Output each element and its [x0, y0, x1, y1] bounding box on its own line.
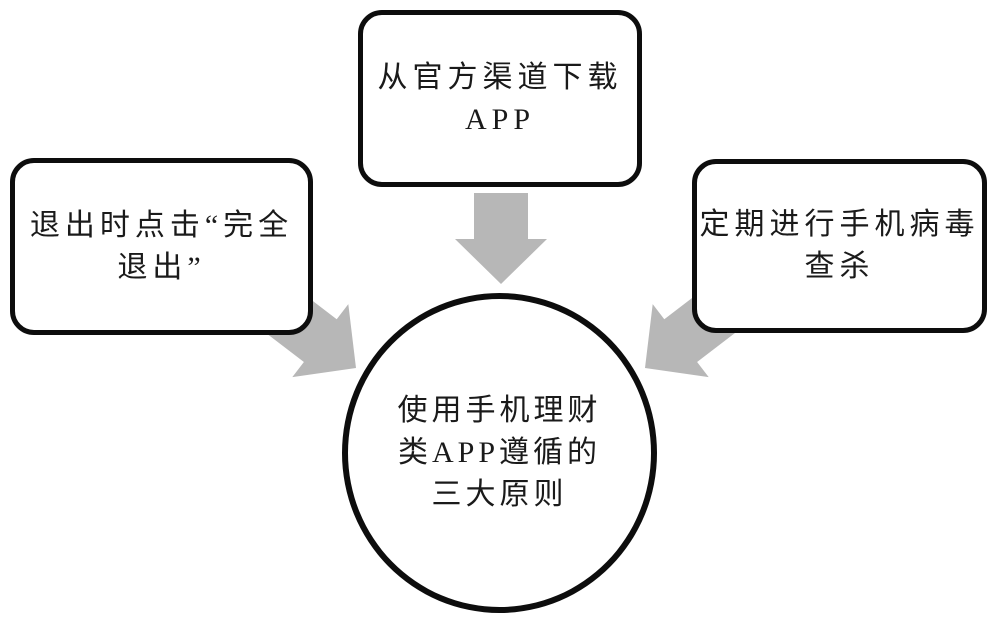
- node-label: 从官方渠道下载 APP: [377, 60, 623, 136]
- node-click-complete-exit: 退出时点击“完全 退出”: [10, 158, 313, 335]
- node-regular-virus-scan: 定期进行手机病毒 查杀: [692, 159, 987, 333]
- arrow-down-icon: [455, 193, 547, 284]
- node-label: 使用手机理财 类APP遵循的 三大原则: [397, 394, 602, 511]
- node-label: 定期进行手机病毒 查杀: [699, 208, 980, 283]
- node-download-from-official-channel: 从官方渠道下载 APP: [358, 10, 642, 187]
- node-label: 退出时点击“完全 退出”: [29, 208, 294, 284]
- node-three-principles-center: 使用手机理财 类APP遵循的 三大原则: [342, 293, 657, 613]
